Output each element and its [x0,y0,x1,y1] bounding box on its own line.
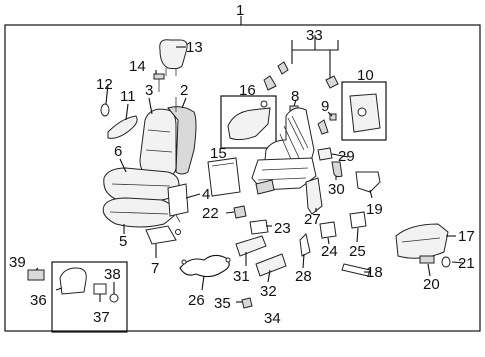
callout-4: 4 [202,186,210,203]
button-38 [109,293,119,303]
callout-12: 12 [96,76,113,93]
callout-5: 5 [119,233,127,250]
callout-9: 9 [321,98,329,115]
panel-4 [167,183,189,217]
seat-back [139,97,197,177]
callout-15: 15 [210,145,227,162]
callout-31: 31 [233,268,250,285]
clip-9 [329,113,337,121]
bolt-35 [241,297,253,309]
callout-17: 17 [458,228,475,245]
callout-18: 18 [366,264,383,281]
callout-37: 37 [93,309,110,326]
wire-harness-26 [179,254,230,278]
headrest [159,39,188,76]
seat-frame [251,61,339,195]
callout-28: 28 [295,268,312,285]
callout-32: 32 [260,283,277,300]
group-box-10 [341,81,387,141]
bracket-25 [349,211,367,229]
callout-6: 6 [114,143,122,160]
callout-21: 21 [458,255,475,272]
clip-22 [233,205,247,219]
callout-35: 35 [214,295,231,312]
bracket-36 [59,267,87,295]
lever-30 [331,161,343,178]
callout-38: 38 [104,266,121,283]
plate-37 [93,283,107,295]
clip-21 [441,256,451,268]
callout-24: 24 [321,243,338,260]
outer-shield-17 [395,223,449,259]
seat-cushion-frame [102,197,176,228]
cap-20 [419,255,435,264]
clip-39 [27,269,45,281]
callout-14: 14 [129,58,146,75]
side-trim-11 [107,115,138,139]
callout-33: 33 [306,27,323,44]
assembly-frame [4,24,481,332]
callout-39: 39 [9,254,26,271]
callout-30: 30 [328,181,345,198]
callout-13: 13 [186,39,203,56]
callout-27: 27 [304,211,321,228]
callout-29: 29 [338,148,355,165]
callout-36: 36 [30,292,47,309]
pad-7 [145,225,177,245]
callout-10: 10 [357,67,374,84]
leader-lines [35,70,465,303]
callout-3: 3 [145,82,153,99]
seat-cushion [103,167,180,203]
cover-31 [235,235,267,257]
callout-2: 2 [180,82,188,99]
bracket-29 [317,147,333,161]
callout-7: 7 [151,260,159,277]
cover-16 [227,107,271,141]
callout-22: 22 [202,205,219,222]
callout-26: 26 [188,292,205,309]
callout-1: 1 [236,2,244,19]
group-box-36-38 [51,261,128,333]
callout-20: 20 [423,276,440,293]
bracket-24 [319,221,337,239]
callout-16: 16 [239,82,256,99]
bracket-28 [299,233,311,257]
bracket-23 [249,219,269,235]
callout-34: 34 [264,310,281,327]
callout-8: 8 [291,88,299,105]
panel-15 [207,157,241,197]
rail-cover-27 [305,177,323,215]
bracket-19 [355,171,381,193]
callout-11: 11 [120,88,136,105]
callout-19: 19 [366,201,383,218]
headrest-support [153,73,165,92]
cover-32 [255,253,287,277]
callout-23: 23 [274,220,291,237]
callout-25: 25 [349,243,366,260]
knob-12 [100,103,110,117]
group-box-16 [220,95,277,149]
rail-18 [341,263,371,277]
